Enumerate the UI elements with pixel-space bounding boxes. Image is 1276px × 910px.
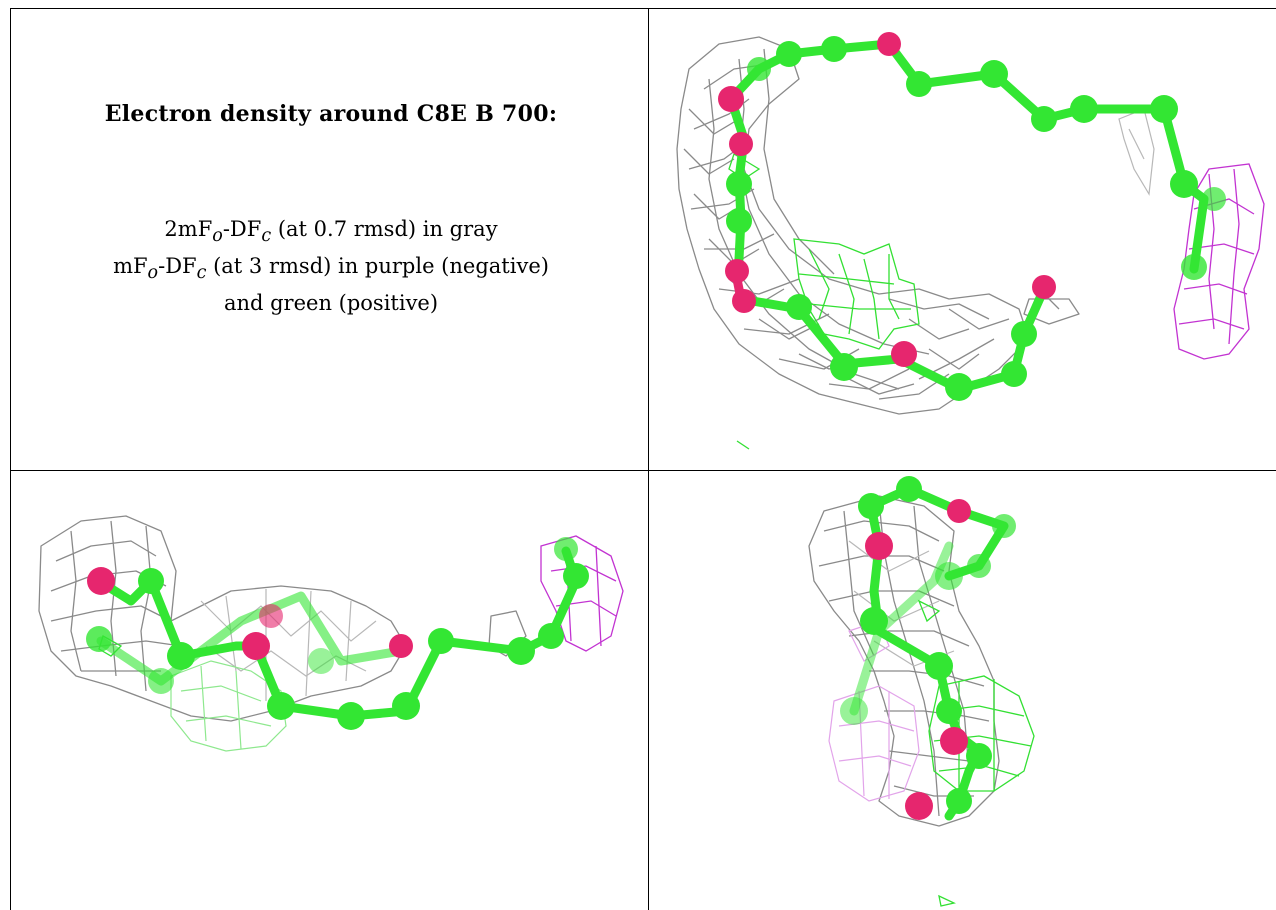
green-difference-mesh [917,599,1035,907]
grid-vertical-mid [648,8,649,910]
molecule-atoms [718,32,1226,401]
purple-difference-mesh [1173,163,1265,360]
molecule-render-bottom-right [808,476,1035,907]
legend-panel: Electron density around C8E B 700: 2mFo-… [11,9,648,470]
molecule-atoms [86,537,589,730]
figure-title: Electron density around C8E B 700: [104,101,558,127]
legend-line-fofc: mFo-DFc (at 3 rmsd) in purple (negative) [113,254,549,284]
grid-horizontal-mid [10,470,1276,471]
legend-description: 2mFo-DFc (at 0.7 rmsd) in gray mFo-DFc (… [11,214,648,318]
legend-line-2fofc: 2mFo-DFc (at 0.7 rmsd) in gray [164,217,498,247]
legend-line-colors: and green (positive) [223,291,439,316]
molecule-render-bottom-left [38,515,624,752]
molecule-bonds [726,39,1209,394]
density-view-bottom-right [649,471,1276,910]
molecule-atoms [840,476,1016,820]
molecule-render-top-right [676,32,1265,450]
density-view-bottom-left [11,471,648,910]
purple-difference-mesh [540,535,624,652]
grid-horizontal-top [10,8,1276,9]
grid-vertical-left [10,8,11,910]
density-view-top-right [649,9,1276,470]
